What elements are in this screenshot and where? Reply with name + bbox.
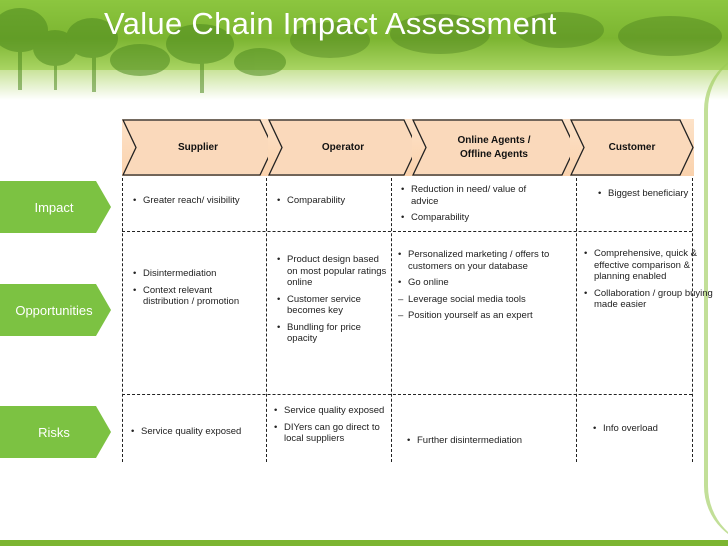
list-item: Greater reach/ visibility: [132, 195, 260, 207]
cell-impact-customer: Biggest beneficiary: [597, 188, 697, 205]
grid-vertical-line: [576, 178, 577, 462]
row-label-opportunities: Opportunities: [0, 284, 112, 336]
cell-opportunities-customer: Comprehensive, quick & effective compari…: [583, 248, 715, 316]
row-arrow-shape: [0, 406, 111, 458]
header-fade: [0, 70, 728, 100]
list-item: Service quality exposed: [130, 426, 258, 438]
stage-label-supplier: Supplier: [177, 141, 218, 153]
slide-title: Value Chain Impact Assessment: [104, 6, 557, 41]
grid-horizontal-line: [122, 394, 692, 395]
row-label-text: Impact: [34, 199, 74, 215]
list-item: Comparability: [400, 212, 550, 224]
list-item: Leverage social media tools: [397, 294, 573, 306]
chevron-shape: [570, 119, 694, 176]
list-item: Context relevant distribution / promotio…: [132, 285, 260, 308]
grid-vertical-line: [122, 178, 123, 462]
list-item: Further disintermediation: [406, 435, 556, 447]
bottom-bar: [0, 540, 728, 546]
list-item: Position yourself as an expert: [397, 310, 573, 322]
cell-opportunities-supplier: DisintermediationContext relevant distri…: [132, 268, 260, 313]
row-arrow-shape: [0, 181, 111, 233]
cell-risks-supplier: Service quality exposed: [130, 426, 258, 443]
grid-vertical-line: [266, 178, 267, 462]
list-item: Comprehensive, quick & effective compari…: [583, 248, 715, 283]
row-label-risks: Risks: [0, 406, 112, 458]
stage-chevron-supplier: Supplier: [122, 119, 274, 176]
list-item: DIYers can go direct to local suppliers: [273, 422, 389, 445]
cell-risks-agents: Further disintermediation: [406, 435, 556, 452]
cell-risks-customer: Info overload: [592, 423, 692, 440]
stage-label-operator: Operator: [321, 141, 365, 153]
grid-vertical-line: [692, 178, 693, 462]
stage-label-agents: Online Agents /Offline Agents: [457, 134, 531, 160]
list-item: Go online: [397, 277, 573, 289]
stage-chevron-agents: Online Agents /Offline Agents: [412, 119, 576, 176]
chevron-shape: [268, 119, 418, 176]
cell-risks-operator: Service quality exposedDIYers can go dir…: [273, 405, 389, 450]
list-item: Disintermediation: [132, 268, 260, 280]
cell-impact-agents: Reduction in need/ value of adviceCompar…: [400, 184, 550, 229]
list-item: Biggest beneficiary: [597, 188, 697, 200]
stage-chevron-customer: Customer: [570, 119, 694, 176]
stage-chevron-operator: Operator: [268, 119, 418, 176]
chevron-shape: [122, 119, 274, 176]
list-item: Info overload: [592, 423, 692, 435]
cell-opportunities-operator: Product design based on most popular rat…: [276, 254, 388, 350]
grid-vertical-line: [391, 178, 392, 462]
list-item: Comparability: [276, 195, 388, 207]
row-arrow-shape: [0, 284, 111, 336]
cell-impact-operator: Comparability: [276, 195, 388, 212]
list-item: Product design based on most popular rat…: [276, 254, 388, 289]
grid-horizontal-line: [122, 231, 692, 232]
cell-opportunities-agents: Personalized marketing / offers to custo…: [397, 249, 573, 327]
tree-silhouette-decoration: [0, 8, 722, 93]
cell-impact-supplier: Greater reach/ visibility: [132, 195, 260, 212]
list-item: Collaboration / group buying made easier: [583, 288, 715, 311]
list-item: Service quality exposed: [273, 405, 389, 417]
row-label-impact: Impact: [0, 181, 112, 233]
row-label-text: Opportunities: [15, 302, 93, 318]
list-item: Bundling for price opacity: [276, 322, 388, 345]
row-label-text: Risks: [38, 424, 70, 440]
list-item: Reduction in need/ value of advice: [400, 184, 550, 207]
chevron-shape: [412, 119, 576, 176]
stage-label-customer: Customer: [608, 141, 656, 153]
list-item: Customer service becomes key: [276, 294, 388, 317]
list-item: Personalized marketing / offers to custo…: [397, 249, 573, 272]
